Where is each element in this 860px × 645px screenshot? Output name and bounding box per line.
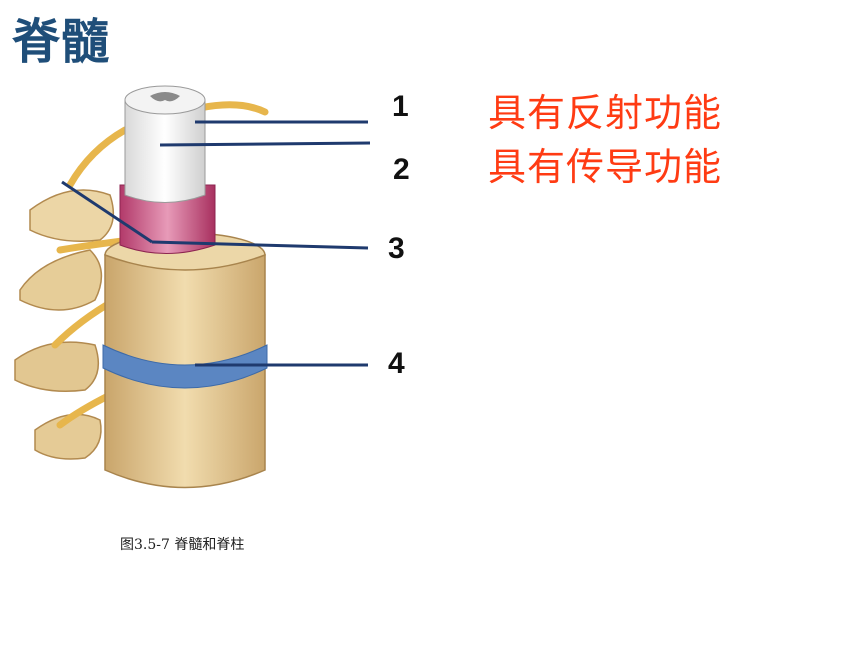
label-4: 4 bbox=[388, 347, 405, 380]
label-3: 3 bbox=[388, 232, 405, 265]
page-title: 脊髓 bbox=[12, 14, 111, 70]
label-2: 2 bbox=[393, 153, 410, 186]
spinal-cord bbox=[124, 85, 206, 203]
label-1: 1 bbox=[392, 90, 409, 123]
function-reflex: 具有反射功能 bbox=[488, 91, 723, 135]
function-conduction: 具有传导功能 bbox=[488, 145, 723, 189]
leader-lines bbox=[61, 120, 371, 367]
vertebral-body bbox=[102, 232, 268, 489]
figure-caption: 图3.5-7 脊髓和脊柱 bbox=[120, 537, 245, 553]
